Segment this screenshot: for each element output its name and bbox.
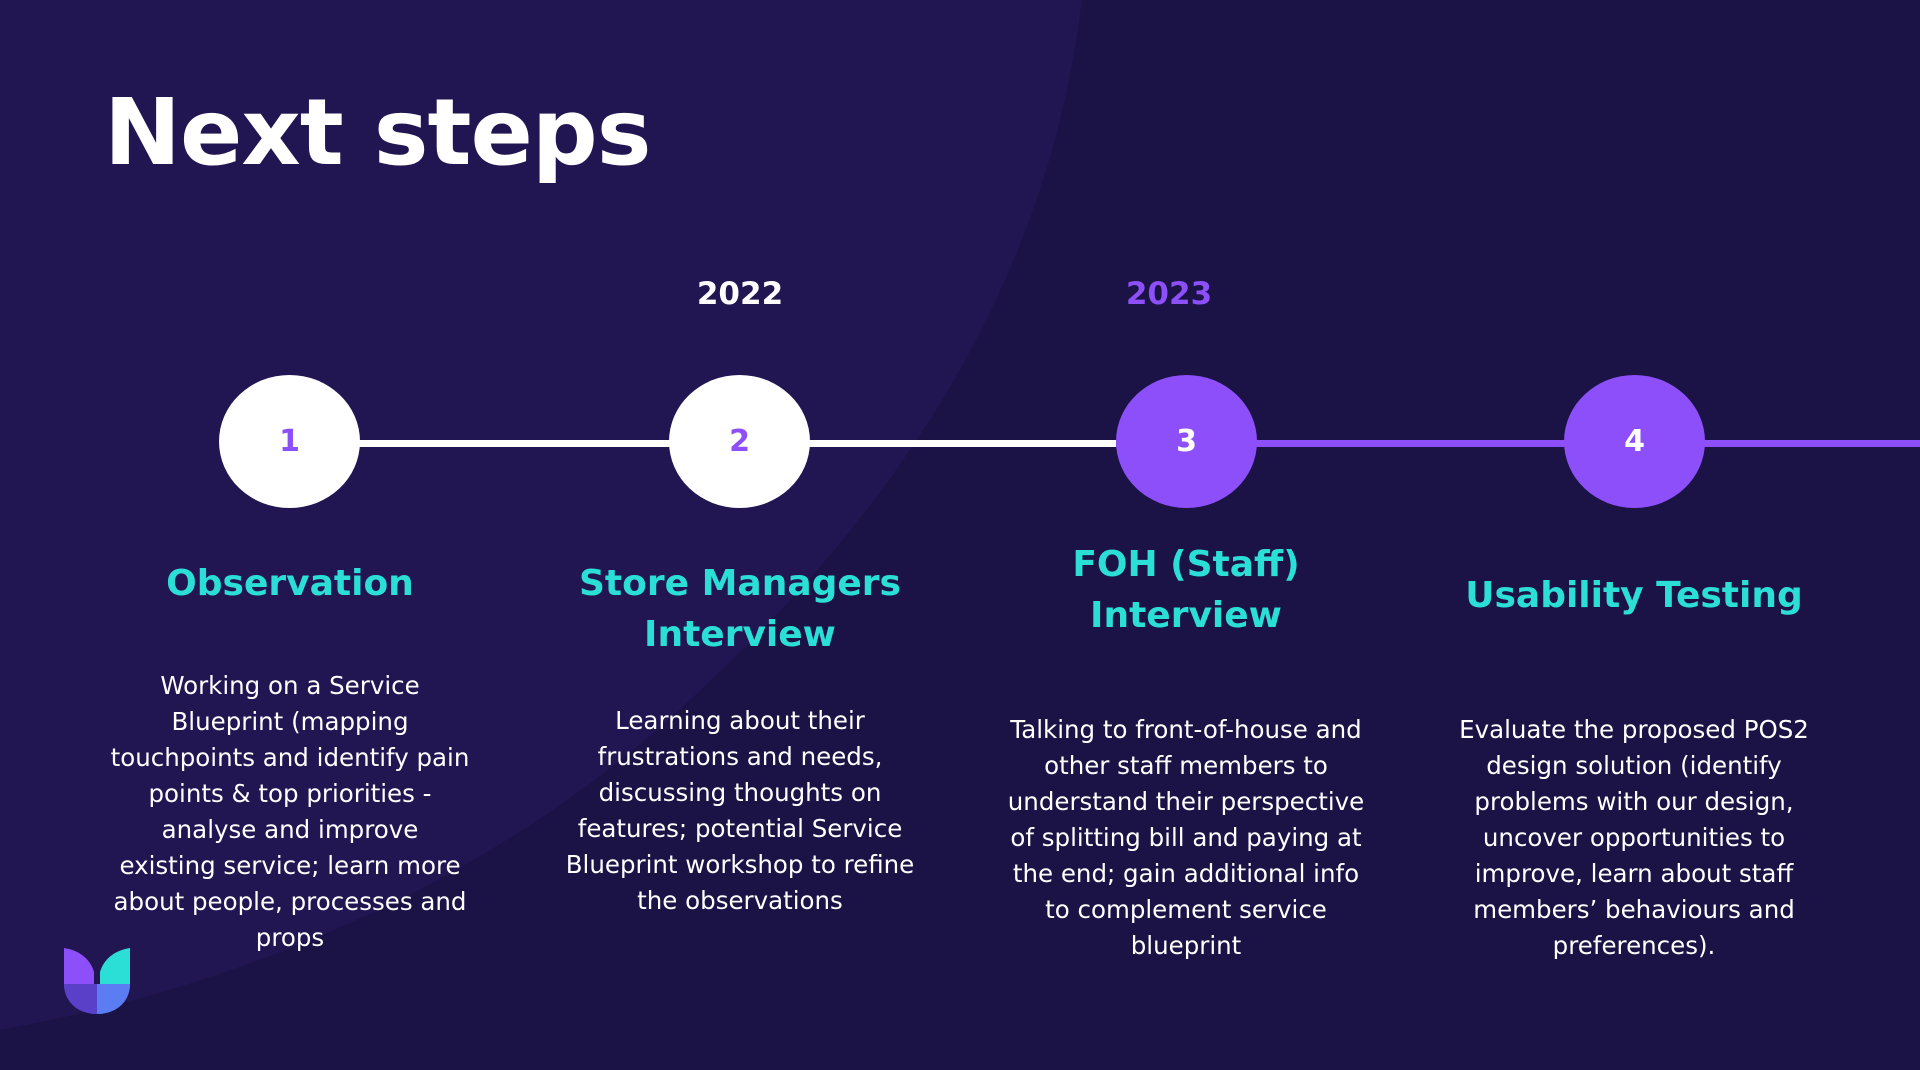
timeline-line-upcoming — [1116, 440, 1920, 447]
brand-logo-icon — [64, 948, 130, 1014]
step-2-description: Learning about their frustrations and ne… — [565, 706, 915, 915]
step-3-description: Talking to front-of-house and other staf… — [1007, 715, 1365, 960]
step-1-description: Working on a Service Blueprint (mapping … — [110, 671, 470, 952]
step-4-number: 4 — [1624, 424, 1645, 459]
step-1-title: Observation — [166, 563, 414, 604]
year-label-2023: 2023 — [1125, 276, 1213, 312]
step-2-circle: 2 — [669, 375, 810, 508]
step-4-title: Usability Testing — [1465, 575, 1803, 616]
year-label-2022: 2022 — [696, 276, 784, 312]
step-3-title: FOH (Staff) Interview — [1072, 544, 1300, 636]
step-1-number: 1 — [279, 424, 300, 459]
step-2-number: 2 — [729, 424, 750, 459]
step-1-circle: 1 — [219, 375, 360, 508]
page-title: Next steps — [104, 79, 651, 186]
step-2-title: Store Managers Interview — [579, 563, 901, 655]
step-3-number: 3 — [1176, 424, 1197, 459]
step-3-circle: 3 — [1116, 375, 1257, 508]
step-4-description: Evaluate the proposed POS2 design soluti… — [1459, 715, 1809, 960]
step-4-circle: 4 — [1564, 375, 1705, 508]
